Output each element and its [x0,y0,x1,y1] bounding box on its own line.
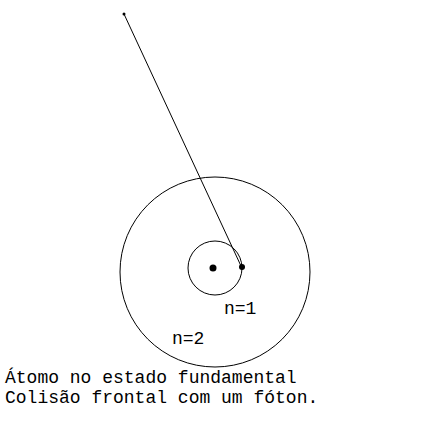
photon-dot [123,13,126,16]
orbit-n1 [188,241,242,295]
orbit-n2 [120,177,310,367]
photon-path [124,14,241,266]
orbit-label: n=2 [172,329,204,349]
caption-line: Átomo no estado fundamental [5,368,297,388]
electron [239,264,245,270]
nucleus [210,265,217,272]
orbit-label: n=1 [224,299,256,319]
caption-line: Colisão frontal com um fóton. [5,388,318,408]
